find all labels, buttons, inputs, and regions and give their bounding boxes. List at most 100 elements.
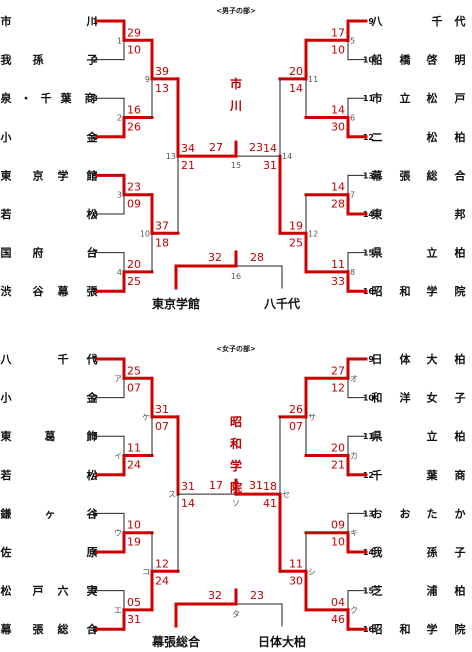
- score: 31: [155, 403, 169, 416]
- score: 32: [208, 589, 222, 602]
- team-name-char: 幕: [371, 168, 384, 182]
- score: 19: [289, 219, 303, 232]
- team-name-char: 明: [455, 54, 466, 67]
- team-name-char: 院: [455, 622, 466, 636]
- match-number: 14: [282, 152, 292, 161]
- seed-number: 14: [363, 548, 375, 557]
- seed-number: 5: [92, 509, 98, 518]
- score: 34: [181, 142, 195, 155]
- team-name-char: 立: [427, 246, 438, 260]
- score: 17: [331, 26, 345, 39]
- team-name-char: 浦: [427, 584, 438, 598]
- team-name-char: 幕: [0, 622, 13, 636]
- team-name-char: 小: [0, 130, 12, 144]
- score: 24: [155, 574, 169, 587]
- seed-number: 16: [363, 287, 375, 296]
- match-number: 11: [308, 75, 318, 84]
- team-name-char: 柏: [455, 584, 466, 598]
- team-name-char: ・: [21, 92, 32, 105]
- team-name-char: 柏: [455, 352, 466, 366]
- score: 25: [289, 236, 303, 249]
- team-name-char: 東: [1, 429, 13, 443]
- score: 41: [263, 497, 277, 510]
- seed-number: 6: [92, 210, 98, 219]
- match-number: 8: [350, 268, 355, 277]
- score: 24: [127, 459, 141, 472]
- match-number: イ: [114, 452, 122, 461]
- match-number: 12: [308, 229, 318, 238]
- score: 37: [155, 219, 169, 232]
- match-number: ウ: [114, 529, 122, 538]
- score: 28: [250, 251, 264, 264]
- score: 20: [331, 442, 345, 455]
- score: 26: [289, 403, 303, 416]
- team-name-char: ヶ: [45, 507, 56, 520]
- seed-number: 10: [363, 394, 375, 403]
- score: 19: [127, 536, 141, 549]
- seed-number: 15: [363, 587, 375, 596]
- team-name-char: 東: [372, 207, 384, 221]
- team-name-char: 松: [427, 91, 438, 105]
- score: 26: [127, 121, 141, 134]
- team-name-char: 川: [86, 15, 98, 28]
- score: 10: [331, 43, 345, 56]
- team-name-char: 総: [427, 168, 438, 182]
- team-name-char: 院: [455, 284, 466, 298]
- team-name-char: 学: [58, 168, 69, 182]
- score: 10: [127, 519, 141, 532]
- team-name-char: 県: [372, 247, 383, 260]
- seed-number: 5: [92, 171, 98, 180]
- team-name-char: 張: [33, 623, 45, 636]
- team-name-char: 渋: [1, 284, 12, 298]
- match-number: オ: [350, 374, 358, 383]
- team-name-char: 柏: [455, 246, 466, 260]
- match-number: 16: [231, 272, 241, 281]
- score: 07: [289, 420, 303, 433]
- team-name-char: 二: [372, 131, 383, 144]
- score: 21: [181, 159, 195, 172]
- third-place-team: 日体大柏: [258, 634, 306, 649]
- team-name-char: 泉: [0, 91, 13, 105]
- team-name-char: 昭: [372, 285, 383, 298]
- team-name-char: 千: [372, 468, 383, 482]
- champion-name-char: 院: [230, 480, 242, 495]
- score: 11: [331, 258, 345, 271]
- match-number: 2: [117, 114, 122, 123]
- score: 09: [331, 519, 345, 532]
- score: 27: [209, 141, 223, 154]
- match-number: ケ: [142, 413, 150, 422]
- team-name-char: 葛: [44, 429, 56, 443]
- team-name-char: 我: [1, 53, 12, 67]
- score: 21: [331, 459, 345, 472]
- score: 07: [155, 420, 169, 433]
- team-name-char: 葉: [60, 91, 73, 105]
- score: 16: [127, 104, 141, 117]
- seed-number: 4: [92, 471, 98, 480]
- team-name-char: 柏: [455, 429, 466, 443]
- team-name-char: 芝: [372, 584, 383, 598]
- seed-number: 11: [363, 94, 375, 103]
- team-name-char: 東: [1, 168, 13, 182]
- champion-name-char: 学: [230, 458, 242, 473]
- seed-number: 8: [92, 287, 98, 296]
- score: 10: [331, 536, 345, 549]
- match-number: 5: [350, 36, 355, 45]
- team-name-char: 松: [1, 584, 12, 598]
- score: 14: [181, 497, 195, 510]
- team-name-char: 商: [455, 468, 466, 482]
- team-name-char: 佐: [0, 545, 12, 559]
- team-name-char: 代: [454, 14, 466, 28]
- team-name-char: 飾: [87, 429, 98, 443]
- team-name-char: 昭: [372, 623, 383, 636]
- team-name-char: 八: [0, 353, 13, 366]
- score: 11: [289, 557, 303, 570]
- score: 33: [331, 275, 345, 288]
- match-number: セ: [282, 490, 290, 499]
- score: 14: [331, 104, 345, 117]
- seed-number: 2: [92, 56, 98, 65]
- team-name-char: 和: [400, 622, 411, 636]
- team-name-char: 孫: [33, 53, 44, 67]
- score: 39: [155, 65, 169, 78]
- score: 05: [127, 596, 141, 609]
